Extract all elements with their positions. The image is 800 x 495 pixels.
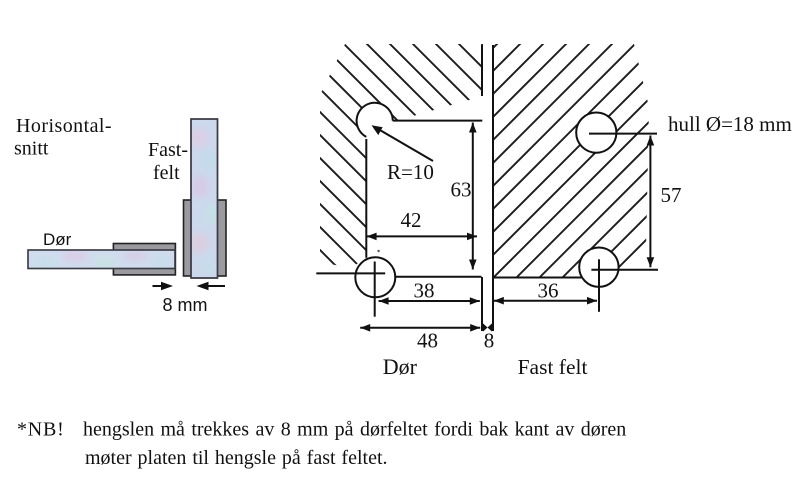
svg-text:8: 8 [484, 329, 495, 353]
svg-text:Fast-: Fast- [148, 139, 188, 161]
svg-text:hengslen må trekkes av 8 mm på: hengslen må trekkes av 8 mm på dørfeltet… [83, 419, 626, 441]
svg-text:Dør: Dør [43, 230, 72, 249]
svg-text:48: 48 [417, 329, 438, 353]
svg-text:Dør: Dør [383, 354, 418, 379]
svg-text:42: 42 [401, 208, 422, 232]
svg-text:hull Ø=18 mm: hull Ø=18 mm [668, 112, 792, 136]
svg-text:felt: felt [153, 162, 180, 184]
svg-text:Fast felt: Fast felt [518, 355, 588, 379]
svg-text:snitt: snitt [14, 138, 49, 160]
svg-text:8 mm: 8 mm [163, 295, 208, 315]
svg-text:Horisontal-: Horisontal- [16, 115, 112, 137]
svg-text:57: 57 [661, 183, 682, 207]
svg-text:*NB!: *NB! [17, 419, 65, 441]
svg-text:36: 36 [538, 278, 559, 302]
svg-text:38: 38 [414, 278, 435, 302]
svg-text:63: 63 [451, 178, 472, 202]
svg-text:møter platen til hengsle på fa: møter platen til hengsle på fast feltet. [85, 447, 388, 469]
svg-text:R=10: R=10 [387, 160, 434, 184]
